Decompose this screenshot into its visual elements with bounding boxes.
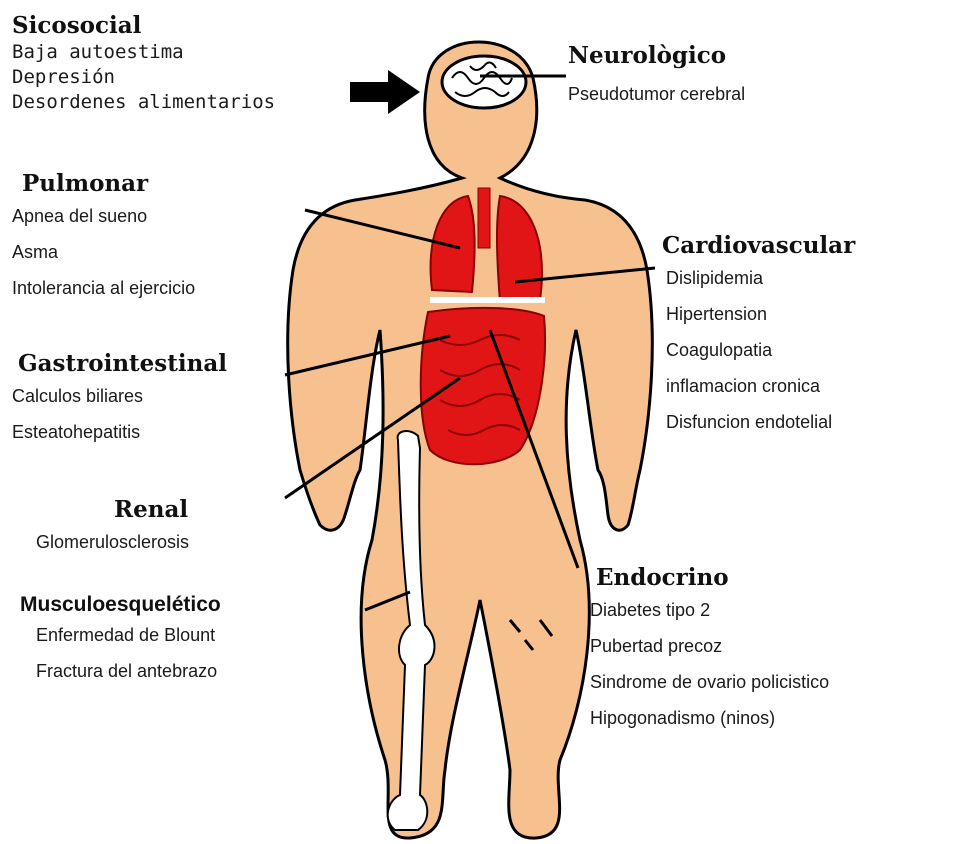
pulmonar-group: Pulmonar Apnea del sueno Asma Intoleranc… (12, 170, 195, 306)
neurologico-group: Neurològico Pseudotumor cerebral (568, 42, 745, 112)
intestines-shape (421, 308, 545, 464)
musculoesqueletico-item: Fractura del antebrazo (20, 653, 221, 689)
neurologico-title: Neurològico (568, 42, 745, 70)
endocrino-title: Endocrino (590, 564, 829, 592)
musculoesqueletico-item: Enfermedad de Blount (20, 617, 221, 653)
endocrino-item: Sindrome de ovario policistico (590, 664, 829, 700)
pulmonar-item: Apnea del sueno (12, 198, 195, 234)
neurologico-item: Pseudotumor cerebral (568, 76, 745, 112)
pulmonar-title: Pulmonar (12, 170, 195, 198)
sicosocial-item: Desordenes alimentarios (12, 90, 275, 115)
gastrointestinal-item: Esteatohepatitis (12, 414, 227, 450)
endocrino-group: Endocrino Diabetes tipo 2 Pubertad preco… (590, 564, 829, 736)
musculoesqueletico-group: Musculoesquelético Enfermedad de Blount … (20, 592, 221, 689)
gastrointestinal-item: Calculos biliares (12, 378, 227, 414)
sicosocial-group: Sicosocial Baja autoestima Depresión Des… (12, 12, 275, 115)
sicosocial-title: Sicosocial (12, 12, 275, 40)
pulmonar-item: Intolerancia al ejercicio (12, 270, 195, 306)
sicosocial-item: Baja autoestima (12, 40, 275, 65)
endocrino-item: Pubertad precoz (590, 628, 829, 664)
pulmonar-item: Asma (12, 234, 195, 270)
renal-group: Renal Glomerulosclerosis (36, 496, 189, 560)
endocrino-item: Diabetes tipo 2 (590, 592, 829, 628)
cardiovascular-title: Cardiovascular (662, 232, 855, 260)
brain-shape (442, 56, 526, 108)
cardiovascular-item: Hipertension (662, 296, 855, 332)
renal-title: Renal (36, 496, 189, 524)
renal-item: Glomerulosclerosis (36, 524, 189, 560)
cardiovascular-item: inflamacion cronica (662, 368, 855, 404)
endocrino-item: Hipogonadismo (ninos) (590, 700, 829, 736)
cardiovascular-group: Cardiovascular Dislipidemia Hipertension… (662, 232, 855, 440)
cardiovascular-item: Coagulopatia (662, 332, 855, 368)
cardiovascular-item: Disfuncion endotelial (662, 404, 855, 440)
sicosocial-arrow (350, 70, 420, 114)
gastrointestinal-group: Gastrointestinal Calculos biliares Estea… (12, 350, 227, 450)
sicosocial-item: Depresión (12, 65, 275, 90)
musculoesqueletico-title: Musculoesquelético (20, 592, 221, 617)
gastrointestinal-title: Gastrointestinal (12, 350, 227, 378)
cardiovascular-item: Dislipidemia (662, 260, 855, 296)
